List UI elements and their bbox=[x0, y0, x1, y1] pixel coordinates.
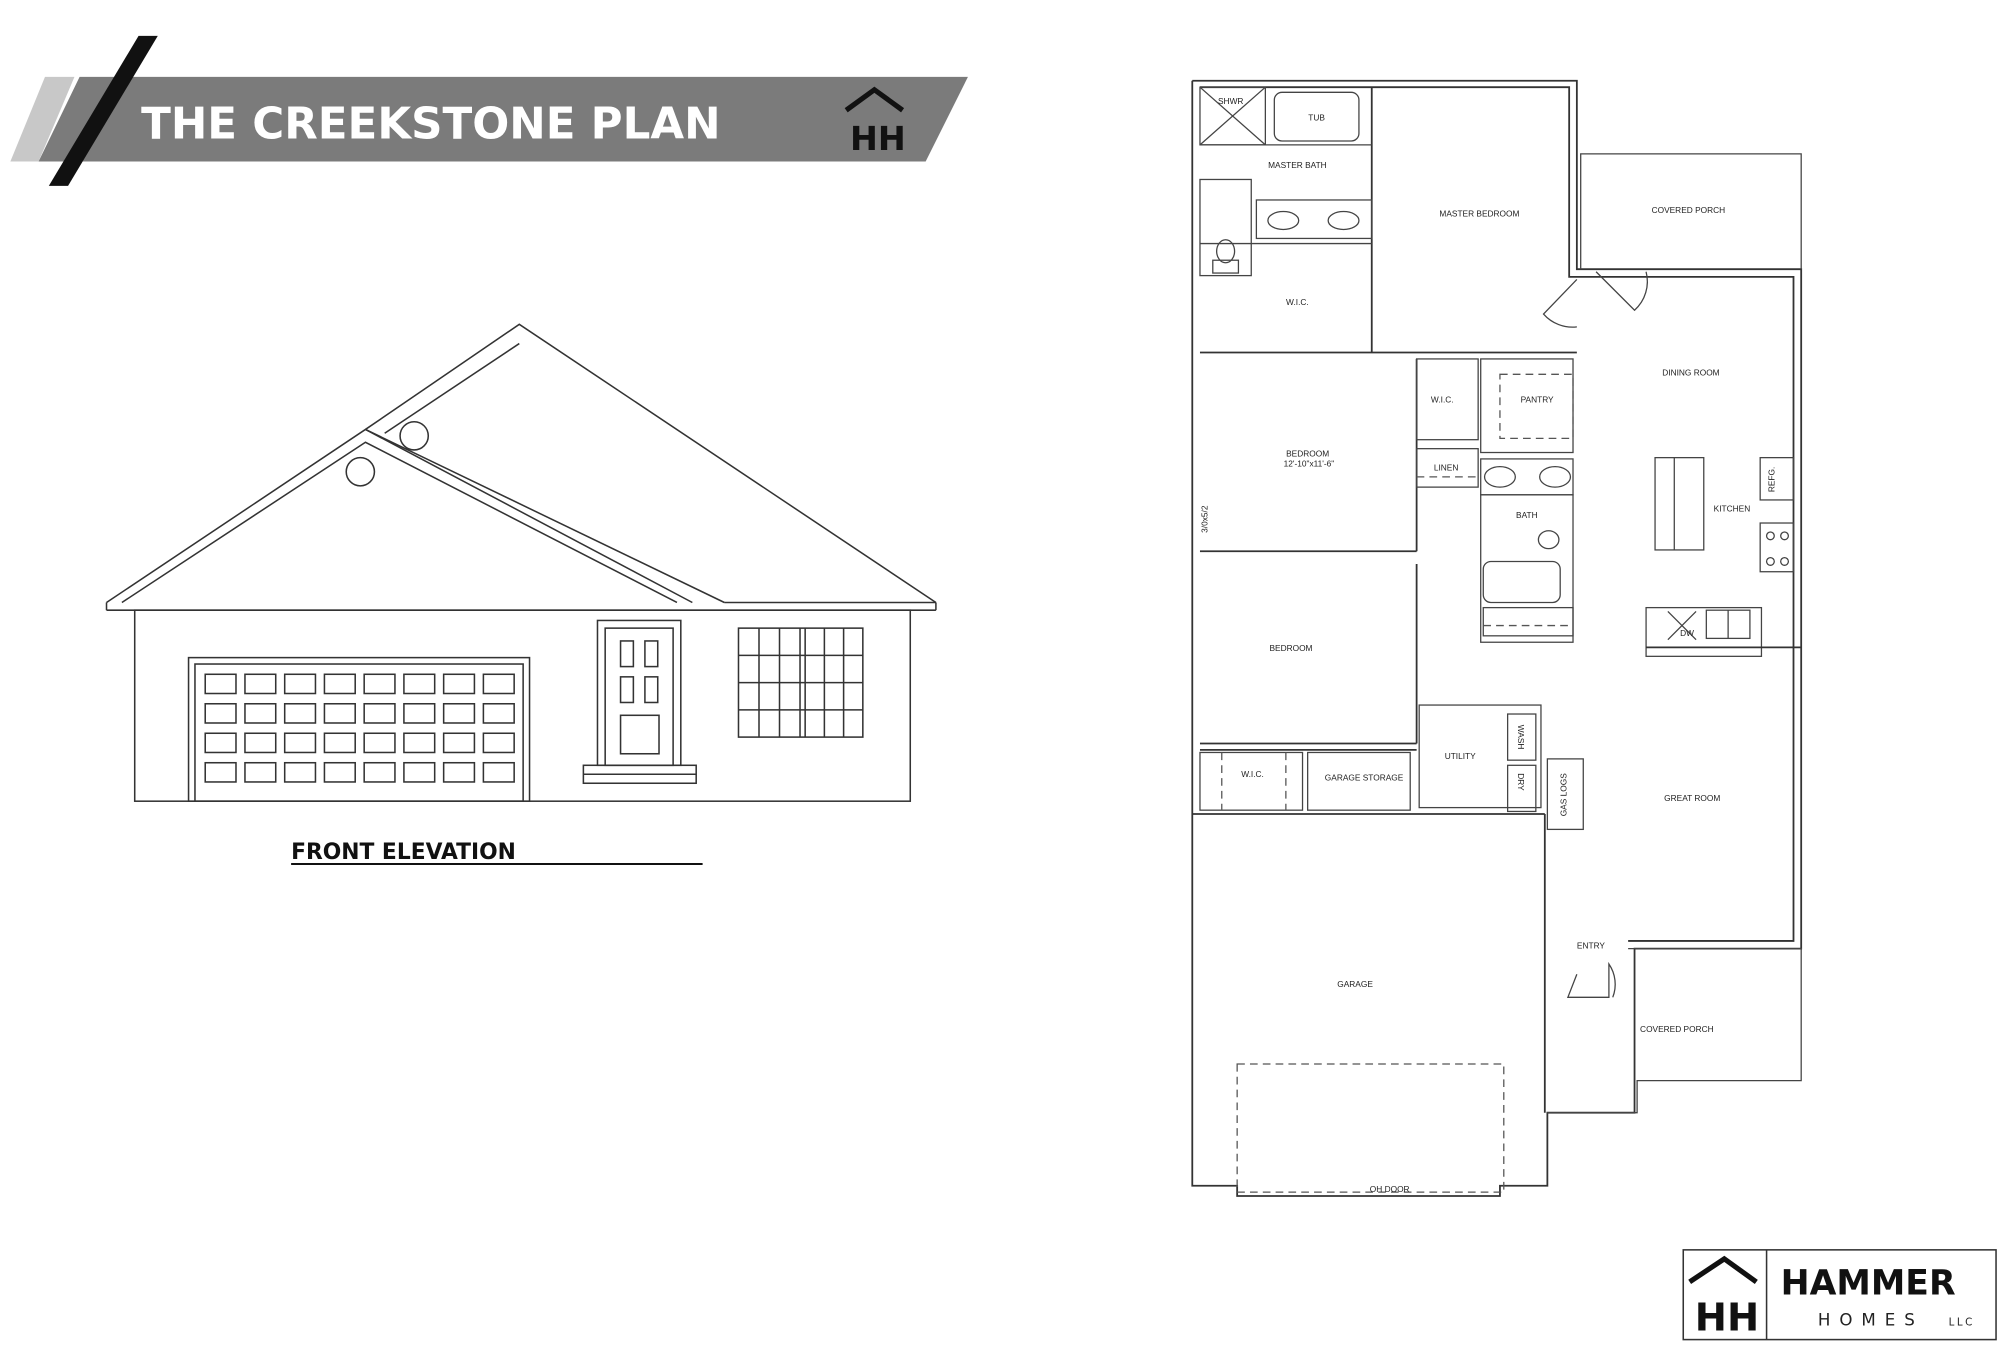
garage-door-panel bbox=[204, 761, 237, 783]
garage-door-panel bbox=[442, 702, 476, 724]
garage-door-panel bbox=[244, 761, 277, 783]
garage-door-panel bbox=[283, 702, 317, 724]
window-tag: 3/0x5/2 bbox=[1200, 505, 1210, 533]
garage-door-panel bbox=[363, 732, 396, 754]
room-label: GARAGE STORAGE bbox=[1325, 773, 1404, 783]
room-size: 12'-10"x11'-6" bbox=[1284, 459, 1335, 469]
garage-door-panel bbox=[482, 732, 515, 754]
room-label: OH DOOR bbox=[1370, 1184, 1410, 1194]
house-roof-icon bbox=[1688, 1255, 1758, 1285]
garage-door-panel bbox=[244, 732, 277, 754]
svg-text:HH: HH bbox=[1695, 1296, 1759, 1341]
svg-text:HH: HH bbox=[850, 119, 906, 158]
room-label: PANTRY bbox=[1521, 395, 1554, 405]
room-label: COVERED PORCH bbox=[1652, 205, 1726, 215]
garage-door-panel bbox=[482, 673, 515, 695]
banner-title: THE CREEKSTONE PLAN bbox=[141, 99, 720, 149]
garage-door-panel bbox=[363, 673, 396, 695]
garage-door-panel bbox=[363, 702, 396, 724]
banner-slash bbox=[48, 35, 158, 186]
room-label: SHWR bbox=[1218, 96, 1243, 106]
garage-door-panel bbox=[403, 732, 436, 754]
room-label: UTILITY bbox=[1445, 751, 1476, 761]
garage-door-panel bbox=[323, 673, 356, 695]
appliance-label: GAS LOGS bbox=[1559, 773, 1569, 816]
garage-door-panel bbox=[482, 761, 515, 783]
appliance-label: WASH bbox=[1516, 725, 1526, 750]
garage-door-panel bbox=[403, 702, 436, 724]
appliance-label: REFG. bbox=[1766, 467, 1776, 492]
appliance-label: DRY bbox=[1516, 773, 1526, 791]
front-elevation-label: FRONT ELEVATION bbox=[291, 840, 516, 865]
banner-accent-stripe bbox=[10, 76, 75, 162]
garage-door-panel bbox=[323, 761, 356, 783]
garage-door-panel bbox=[323, 702, 356, 724]
title-banner: THE CREEKSTONE PLAN HH bbox=[10, 35, 968, 186]
room-label: W.I.C. bbox=[1241, 769, 1264, 779]
room-label: MASTER BEDROOM bbox=[1439, 209, 1519, 219]
garage-door-panel bbox=[482, 702, 515, 724]
room-label: MASTER BATH bbox=[1268, 160, 1327, 170]
garage-door-panel bbox=[204, 732, 237, 754]
hammer-homes-logo: HH HAMMER HOMES LLC bbox=[1682, 1249, 1997, 1341]
front-elevation-drawing bbox=[105, 323, 937, 802]
appliance-label: DW bbox=[1680, 628, 1694, 638]
garage-door-panel bbox=[244, 702, 277, 724]
garage-door-panel bbox=[204, 673, 237, 695]
garage-door bbox=[187, 656, 531, 802]
garage-door-panel bbox=[363, 761, 396, 783]
garage-door-panel bbox=[403, 673, 436, 695]
garage-door-panel bbox=[244, 673, 277, 695]
room-label: ENTRY bbox=[1577, 941, 1606, 951]
room-label: TUB bbox=[1308, 112, 1325, 122]
room-label: W.I.C. bbox=[1431, 395, 1454, 405]
room-label: BEDROOM bbox=[1286, 448, 1329, 458]
front-door bbox=[604, 627, 674, 767]
room-label: W.I.C. bbox=[1286, 297, 1309, 307]
garage-door-panel bbox=[204, 702, 237, 724]
garage-door-panel bbox=[442, 673, 476, 695]
garage-door-panel bbox=[323, 732, 356, 754]
gable-vent bbox=[399, 420, 430, 451]
room-label: BATH bbox=[1516, 510, 1538, 520]
room-label: GARAGE bbox=[1337, 979, 1373, 989]
room-labels: SHWR TUB MASTER BATH MASTER BEDROOM W.I.… bbox=[1200, 96, 1777, 1194]
garage-door-panel bbox=[403, 761, 436, 783]
garage-door-panel bbox=[442, 732, 476, 754]
garage-door-panel bbox=[283, 761, 317, 783]
room-label: COVERED PORCH bbox=[1640, 1024, 1714, 1034]
room-label: LINEN bbox=[1434, 462, 1459, 472]
brand-name: HAMMER bbox=[1781, 1264, 1956, 1304]
room-label: GREAT ROOM bbox=[1664, 793, 1720, 803]
room-label: BEDROOM bbox=[1269, 643, 1312, 653]
room-label: KITCHEN bbox=[1714, 503, 1751, 513]
hh-logo-icon: HH bbox=[844, 86, 906, 158]
floor-plan bbox=[1191, 79, 1803, 1197]
room-label: DINING ROOM bbox=[1662, 368, 1719, 378]
brand-sub: HOMES bbox=[1818, 1310, 1924, 1329]
gable-vent bbox=[345, 456, 376, 487]
garage-door-panel bbox=[442, 761, 476, 783]
brand-suffix: LLC bbox=[1949, 1316, 1975, 1328]
garage-door-panel bbox=[283, 732, 317, 754]
garage-door-panel bbox=[283, 673, 317, 695]
banner-bar bbox=[38, 76, 968, 162]
